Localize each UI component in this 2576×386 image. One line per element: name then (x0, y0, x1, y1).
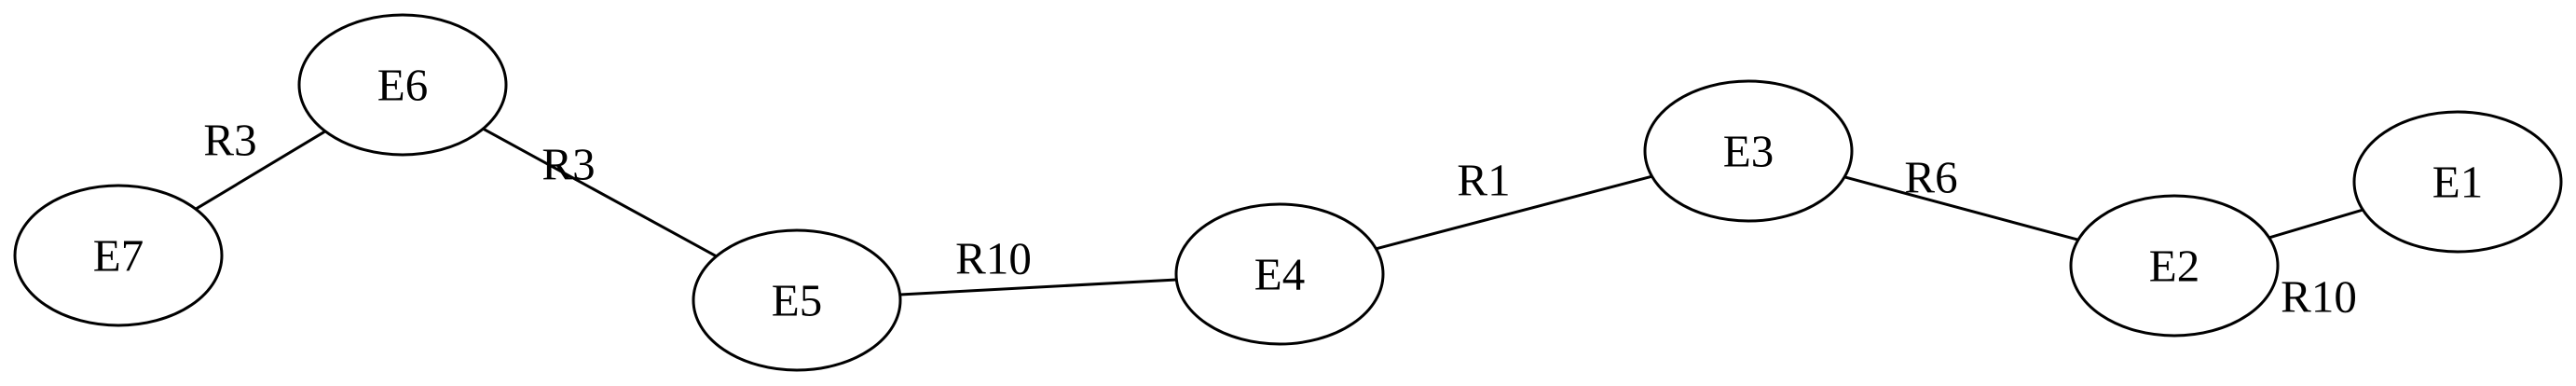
node-e3: E3 (1643, 79, 1854, 223)
edges-layer (195, 127, 2364, 296)
edge-label-e7-e6: R3 (203, 115, 256, 166)
node-label-e4: E4 (1254, 249, 1305, 300)
node-ellipse-e4 (1174, 202, 1385, 346)
node-e1: E1 (2352, 110, 2563, 254)
node-label-e1: E1 (2432, 157, 2483, 208)
node-label-e2: E2 (2149, 241, 2199, 292)
node-e6: E6 (297, 13, 508, 157)
node-ellipse-e5 (692, 228, 902, 372)
edge-e7-e6 (195, 130, 326, 211)
node-ellipse-e3 (1643, 79, 1854, 223)
node-label-e3: E3 (1723, 126, 1774, 177)
node-ellipse-e2 (2069, 194, 2280, 338)
node-e4: E4 (1174, 202, 1385, 346)
node-ellipse-e6 (297, 13, 508, 157)
edge-e6-e5 (482, 127, 718, 258)
edge-e4-e3 (1376, 174, 1652, 251)
edge-label-e3-e2: R6 (1904, 152, 1957, 203)
node-e5: E5 (692, 228, 902, 372)
node-label-e7: E7 (93, 230, 144, 282)
edge-label-e6-e5: R3 (541, 139, 595, 190)
node-ellipse-e7 (13, 184, 224, 327)
edge-label-e5-e4: R10 (955, 233, 1032, 284)
node-e2: E2 (2069, 194, 2280, 338)
node-ellipse-e1 (2352, 110, 2563, 254)
node-label-e5: E5 (772, 275, 822, 326)
node-e7: E7 (13, 184, 224, 327)
edge-label-e2-e1: R10 (2281, 271, 2357, 323)
edge-e5-e4 (899, 278, 1177, 296)
node-label-e6: E6 (377, 60, 428, 111)
edge-label-e4-e3: R1 (1457, 155, 1510, 206)
edge-e3-e2 (1843, 175, 2079, 241)
edge-e2-e1 (2268, 208, 2364, 240)
